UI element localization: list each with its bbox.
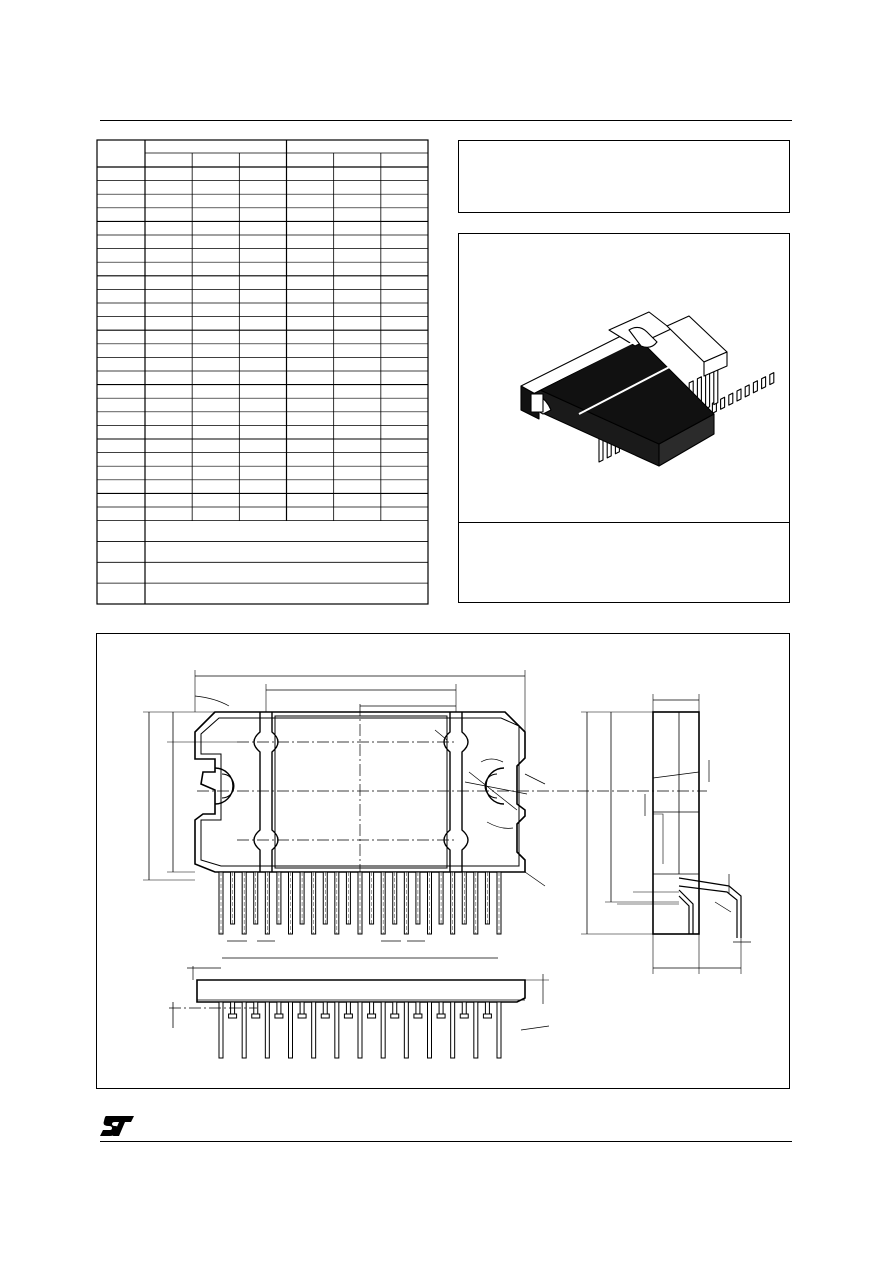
package-lead-tip [769,372,775,386]
package-lead [705,372,711,410]
dimension-table [96,139,429,605]
package-lead-tip [720,396,726,410]
ic-package-icon [520,311,775,467]
package-lead-tip [761,376,767,390]
package-view-divider [459,522,789,523]
bottom-view-lead [438,1001,444,1015]
bottom-view-lead [345,1001,351,1015]
bottom-view-lead-bend [482,1013,492,1019]
bottom-view-lead-bend [459,1013,469,1019]
bottom-view-lead [415,1001,421,1015]
bottom-view-lead [427,1001,432,1059]
bottom-view-lead-bend [343,1013,353,1019]
bottom-view-lead [392,1001,398,1015]
package-caption-box [458,140,790,213]
package-lead [713,368,719,406]
bottom-view-lead [496,1001,502,1059]
bottom-view-lead-bend [367,1013,377,1019]
bottom-view-lead [334,1001,340,1059]
footer-rule [100,1141,792,1142]
package-lead-tip [728,392,734,406]
st-logo-icon [100,1116,134,1136]
bottom-view-lead-bend [297,1013,307,1019]
package-lead-tip [744,384,750,398]
bottom-view-lead-bend [228,1013,238,1019]
bottom-view-lead [484,1001,490,1015]
bottom-view-lead [461,1001,467,1015]
mechanical-outline-drawing [143,670,751,1059]
bottom-view-lead [403,1001,409,1059]
header-rule [100,120,792,121]
bottom-view-lead-bend [320,1013,330,1019]
bottom-view-lead-bend [274,1013,284,1019]
bottom-view-lead [322,1001,328,1015]
bottom-view-lead [369,1001,375,1015]
bottom-view-lead [357,1001,363,1059]
bottom-view-lead-bend [436,1013,446,1019]
bottom-view-lead [241,1001,247,1059]
bottom-view-lead [264,1001,270,1059]
package-view-box [458,233,790,603]
bottom-view-lead [311,1001,317,1059]
bottom-view-lead-bend [251,1013,261,1019]
bottom-view-lead [380,1001,386,1059]
bottom-view-lead [288,1001,293,1059]
bottom-view-lead [299,1001,305,1015]
bottom-view-lead [450,1001,456,1059]
mechanical-drawing-box [96,633,790,1089]
bottom-view-lead [218,1001,224,1059]
package-lead-tip [736,388,742,402]
package-lead-tip [752,380,758,394]
bottom-view-lead-bend [390,1013,400,1019]
bottom-view-lead-bend [413,1013,423,1019]
bottom-view-lead [276,1001,282,1015]
bottom-view-lead [473,1001,479,1059]
